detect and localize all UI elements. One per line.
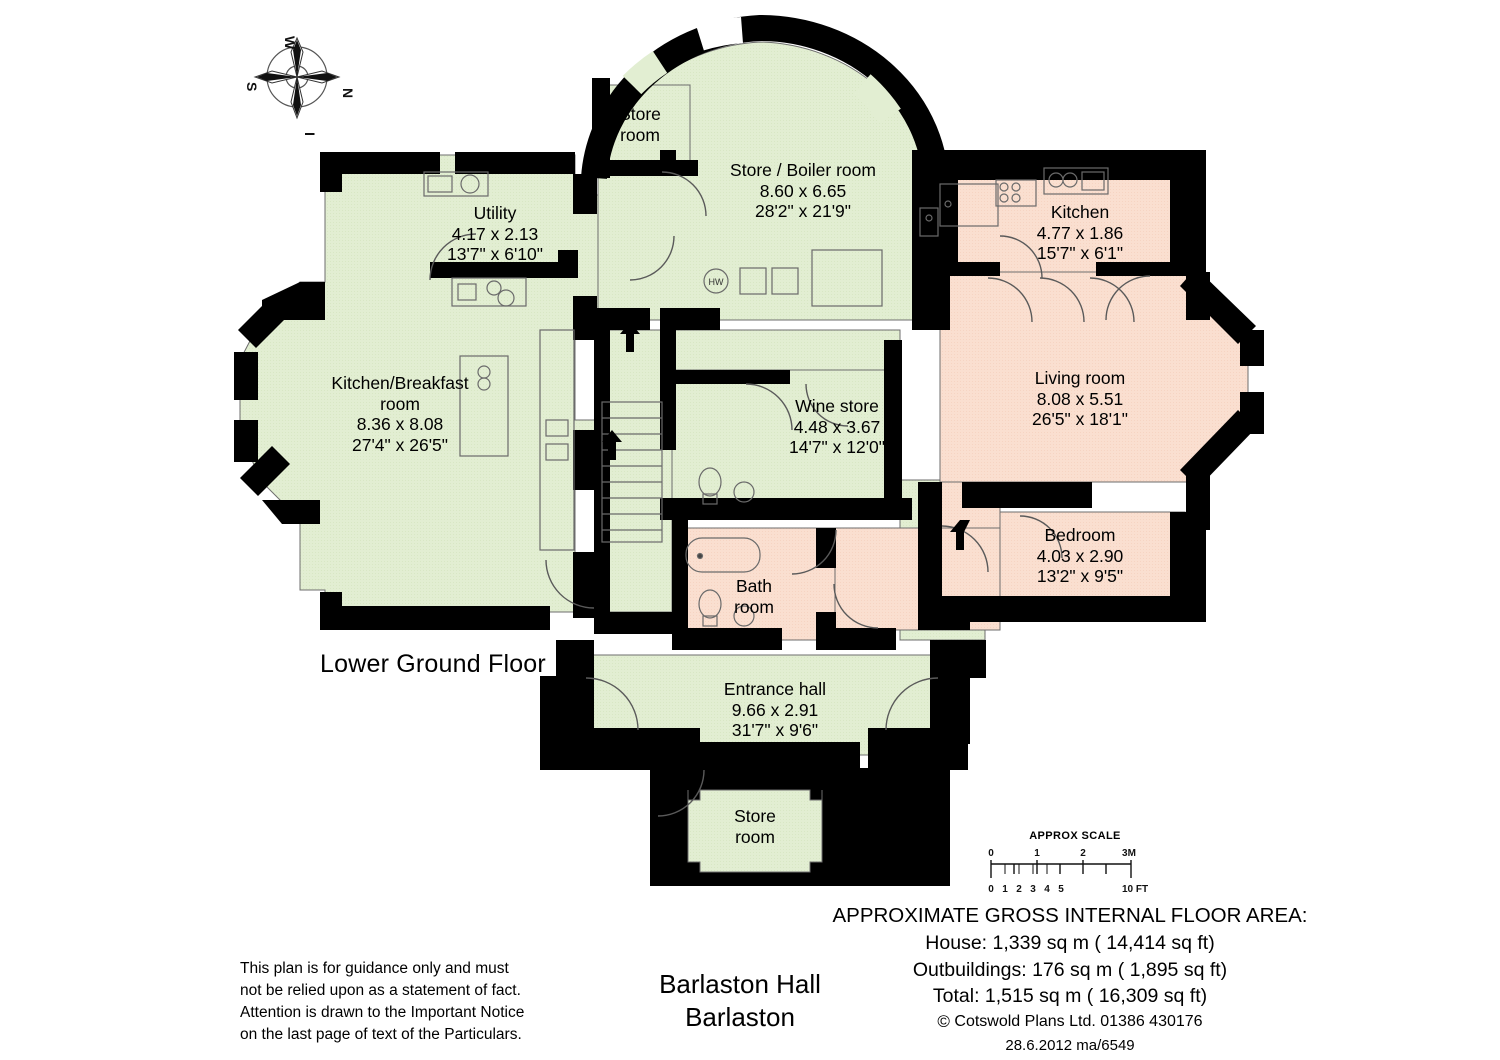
compass-east-label: E: [302, 132, 318, 135]
scale-imperial-3: 3: [1030, 884, 1036, 895]
area-heading: APPROXIMATE GROSS INTERNAL FLOOR AREA:: [832, 904, 1308, 927]
scale-metric-2: 2: [1080, 848, 1086, 859]
property-location: Barlaston: [685, 1001, 795, 1032]
plan-reference: 28.6.2012 ma/6549: [1005, 1037, 1135, 1055]
copyright-text: Cotswold Plans Ltd. 01386 430176: [954, 1013, 1203, 1031]
area-house: House: 1,339 sq m ( 14,414 sq ft): [925, 931, 1215, 954]
scale-imperial-2: 2: [1016, 884, 1022, 895]
walls: [234, 14, 1264, 886]
compass-rose: W N E S: [225, 20, 370, 141]
floor-area-summary: APPROXIMATE GROSS INTERNAL FLOOR AREA: H…: [820, 902, 1320, 1057]
scale-metric-0: 0: [988, 848, 994, 859]
door-swings: [429, 171, 1151, 817]
copyright-line: © Cotswold Plans Ltd. 01386 430176: [820, 1010, 1320, 1035]
scale-caption: APPROX SCALE: [1029, 830, 1121, 842]
direction-arrows: [602, 322, 970, 550]
compass-south-label: S: [244, 82, 260, 91]
copyright-icon: ©: [937, 1012, 950, 1032]
property-title: Barlaston Hall Barlaston: [600, 968, 880, 1033]
scale-bar: APPROX SCALE 0 1 2 3M: [975, 830, 1175, 902]
plan-geometry: HW: [234, 14, 1264, 886]
disclaimer-line-4: on the last page of text of the Particul…: [240, 1026, 522, 1043]
area-total: Total: 1,515 sq m ( 16,309 sq ft): [932, 985, 1208, 1008]
compass-north-label: N: [340, 88, 356, 98]
compass-west-label: W: [282, 36, 298, 50]
scale-imperial-end: 10 FT: [1122, 884, 1148, 895]
scale-metric-1: 1: [1034, 848, 1040, 859]
scale-imperial-4: 4: [1044, 884, 1050, 895]
hot-water-label: HW: [709, 277, 724, 287]
property-name: Barlaston Hall: [659, 969, 821, 999]
area-outbuildings: Outbuildings: 176 sq m ( 1,895 sq ft): [912, 958, 1228, 981]
disclaimer-line-1: This plan is for guidance only and must: [240, 960, 509, 977]
scale-imperial-1: 1: [1002, 884, 1008, 895]
disclaimer-line-3: Attention is drawn to the Important Noti…: [240, 1004, 525, 1021]
disclaimer-line-2: not be relied upon as a statement of fac…: [240, 982, 521, 999]
disclaimer-text: This plan is for guidance only and must …: [240, 958, 570, 1046]
scale-imperial-5: 5: [1058, 884, 1064, 895]
scale-imperial-0: 0: [988, 884, 994, 895]
fixtures: HW: [423, 167, 1109, 627]
scale-metric-3: 3M: [1122, 848, 1136, 859]
floor-title: Lower Ground Floor: [320, 650, 546, 678]
